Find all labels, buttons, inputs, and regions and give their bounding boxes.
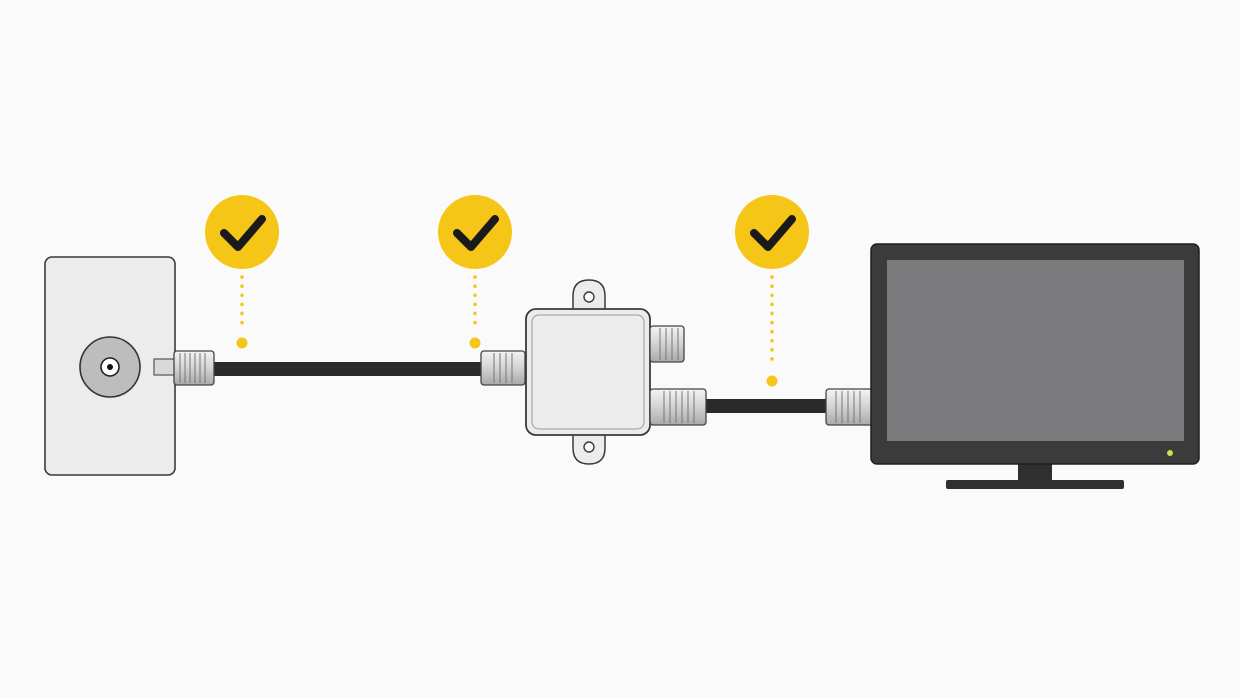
checkmark-badge: [735, 195, 809, 269]
checkpoint-outlet-connector: [205, 195, 279, 349]
checkmark-icon: [750, 215, 796, 251]
checkmark-icon: [453, 215, 499, 251]
tv-screen: [887, 260, 1184, 441]
splitter-output-connector: [649, 388, 707, 426]
checkmark-badge: [205, 195, 279, 269]
checkpoint-splitter-input: [438, 195, 512, 349]
tv-input-connector: [825, 388, 875, 426]
checkmark-badge: [438, 195, 512, 269]
coax-connector-icon: [173, 350, 215, 386]
splitter-body: [525, 308, 651, 436]
tv-stand-base: [946, 480, 1124, 489]
television: [825, 243, 1200, 489]
wall-outlet: [44, 256, 215, 476]
tv-power-led: [1167, 450, 1173, 456]
splitter-output-port-unused: [649, 325, 685, 363]
splitter: [480, 279, 707, 465]
splitter-input-connector: [480, 350, 526, 386]
tv-stand-neck: [1018, 463, 1052, 482]
checkmark-icon: [220, 215, 266, 251]
cable-splitter-to-tv: [702, 399, 830, 413]
checkpoint-splitter-output: [735, 195, 809, 387]
cable-outlet-to-splitter: [212, 362, 488, 376]
